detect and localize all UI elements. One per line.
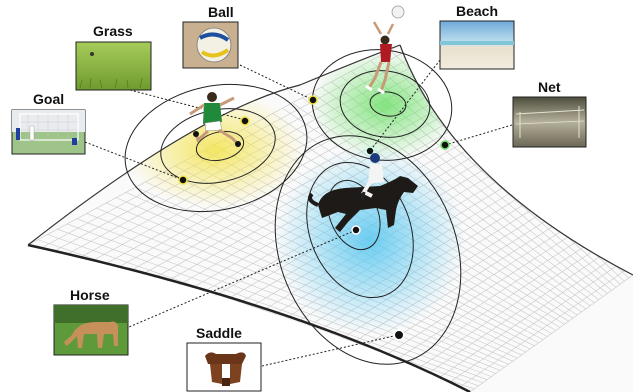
ball-connector (239, 64, 314, 101)
volleyball-player-figure (365, 5, 405, 95)
horse-contour-outer (274, 135, 462, 365)
connectors (84, 59, 513, 367)
surface-back-edge (27, 44, 401, 246)
grid-line (434, 256, 615, 381)
horse-connector (121, 229, 357, 331)
grid-line (458, 268, 628, 389)
horse-point (351, 225, 361, 235)
saddle-point (393, 329, 405, 341)
horse-rider-figure (308, 153, 418, 232)
volleyball-contour-inner (369, 91, 407, 117)
net-point (440, 140, 450, 150)
beach-point (365, 146, 375, 156)
grid-line (446, 262, 621, 385)
grid-line (400, 238, 597, 370)
soccer-contour-inner (195, 130, 245, 162)
goal-point (178, 175, 188, 185)
grid-line (411, 244, 603, 373)
saddle-connector (261, 334, 399, 367)
grid-line (423, 250, 609, 377)
grass-connector (129, 89, 246, 121)
grass-point (240, 116, 250, 126)
goal-connector (84, 141, 184, 181)
volleyball-cluster-glow (310, 50, 460, 160)
soccer-contour-outer (124, 83, 308, 213)
horse-contour-middle (306, 161, 414, 299)
surface-front-edge (27, 243, 471, 392)
grid-line (376, 226, 585, 362)
rider-helmet (370, 153, 380, 163)
embedding-points (178, 95, 450, 341)
manifold-surface (27, 44, 633, 392)
volleyball-ball (391, 5, 405, 19)
ball-point (308, 95, 318, 105)
grid-line (388, 232, 591, 366)
horse-cluster-glow (275, 145, 465, 335)
surface-right-edge (399, 44, 633, 276)
beach-connector (369, 59, 441, 152)
grid-line (469, 274, 633, 392)
soccer-player-figure (189, 92, 241, 147)
